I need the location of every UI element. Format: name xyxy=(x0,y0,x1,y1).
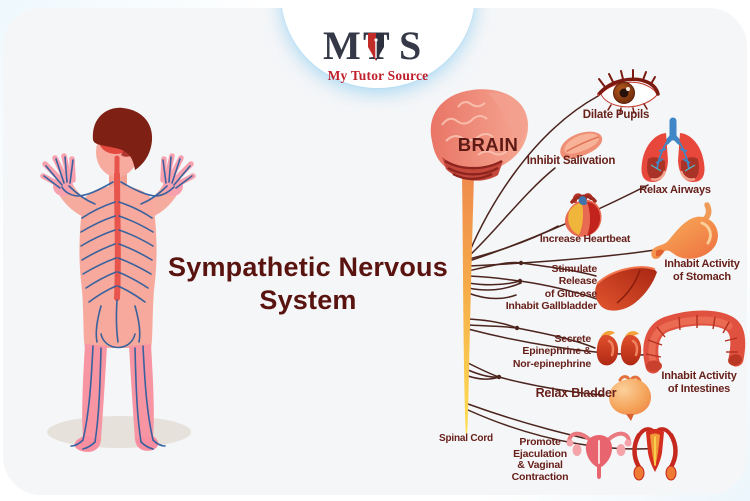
relax-bladder-label: Relax Bladder xyxy=(535,386,617,400)
brand-name: My Tutor Source xyxy=(327,68,429,83)
brain-icon xyxy=(430,89,529,181)
stomach-icon xyxy=(651,202,718,259)
brand-logo: M T S My Tutor Source xyxy=(284,21,472,84)
infographic-card: M T S My Tutor Source xyxy=(3,8,747,495)
ground-shadow xyxy=(47,416,191,448)
female-reproductive-icon xyxy=(566,431,632,479)
dilate-pupils-label: Dilate Pupils xyxy=(582,109,650,121)
mts-logo: M T S xyxy=(323,23,421,67)
page-title: Sympathetic Nervous System xyxy=(148,251,468,317)
spinal-cord-graphic xyxy=(462,175,474,441)
epinephrine-label: Secrete Epinephrine & Nor-epinephrine xyxy=(512,333,591,370)
title-line-1: Sympathetic Nervous xyxy=(168,252,448,282)
sympathetic-diagram xyxy=(430,69,746,481)
heart-icon xyxy=(565,193,602,237)
figure-spine xyxy=(114,155,121,301)
intestines-activity-label: Inhabit Activity of Intestines xyxy=(661,370,737,396)
inhibit-salivation-label: Inhibit Salivation xyxy=(526,155,616,167)
increase-heartbeat-label: Increase Heartbeat xyxy=(539,233,631,245)
relax-airways-label: Relax Airways xyxy=(639,184,711,196)
bladder-icon xyxy=(609,375,651,421)
kidneys-icon xyxy=(596,330,642,366)
title-line-2: System xyxy=(259,285,357,315)
pen-nib-icon xyxy=(368,33,384,61)
logo-letter-s: S xyxy=(399,23,421,67)
uterus-icon xyxy=(632,427,678,481)
reproduction-label: Promote Ejaculation & Vaginal Contractio… xyxy=(511,436,569,483)
figure-hair xyxy=(92,107,153,170)
tongue-icon xyxy=(560,131,603,159)
lungs-icon xyxy=(641,117,705,182)
brain-label: BRAIN xyxy=(457,134,519,155)
stomach-activity-label: Inhabit Activity of Stomach xyxy=(664,258,740,284)
nerve-branches xyxy=(467,95,661,450)
spinal-cord-label: Spinal Cord xyxy=(439,433,493,444)
nerve-junction-dots xyxy=(496,260,524,380)
human-figure xyxy=(40,107,196,452)
intestines-icon xyxy=(643,310,746,374)
eye-icon xyxy=(597,69,660,114)
glucose-gallbladder-label: Stimulate Release of Glucose Inhabit Gal… xyxy=(505,263,597,312)
liver-icon xyxy=(595,266,657,311)
logo-letter-m: M xyxy=(323,23,361,67)
figure-nerves xyxy=(43,156,193,450)
